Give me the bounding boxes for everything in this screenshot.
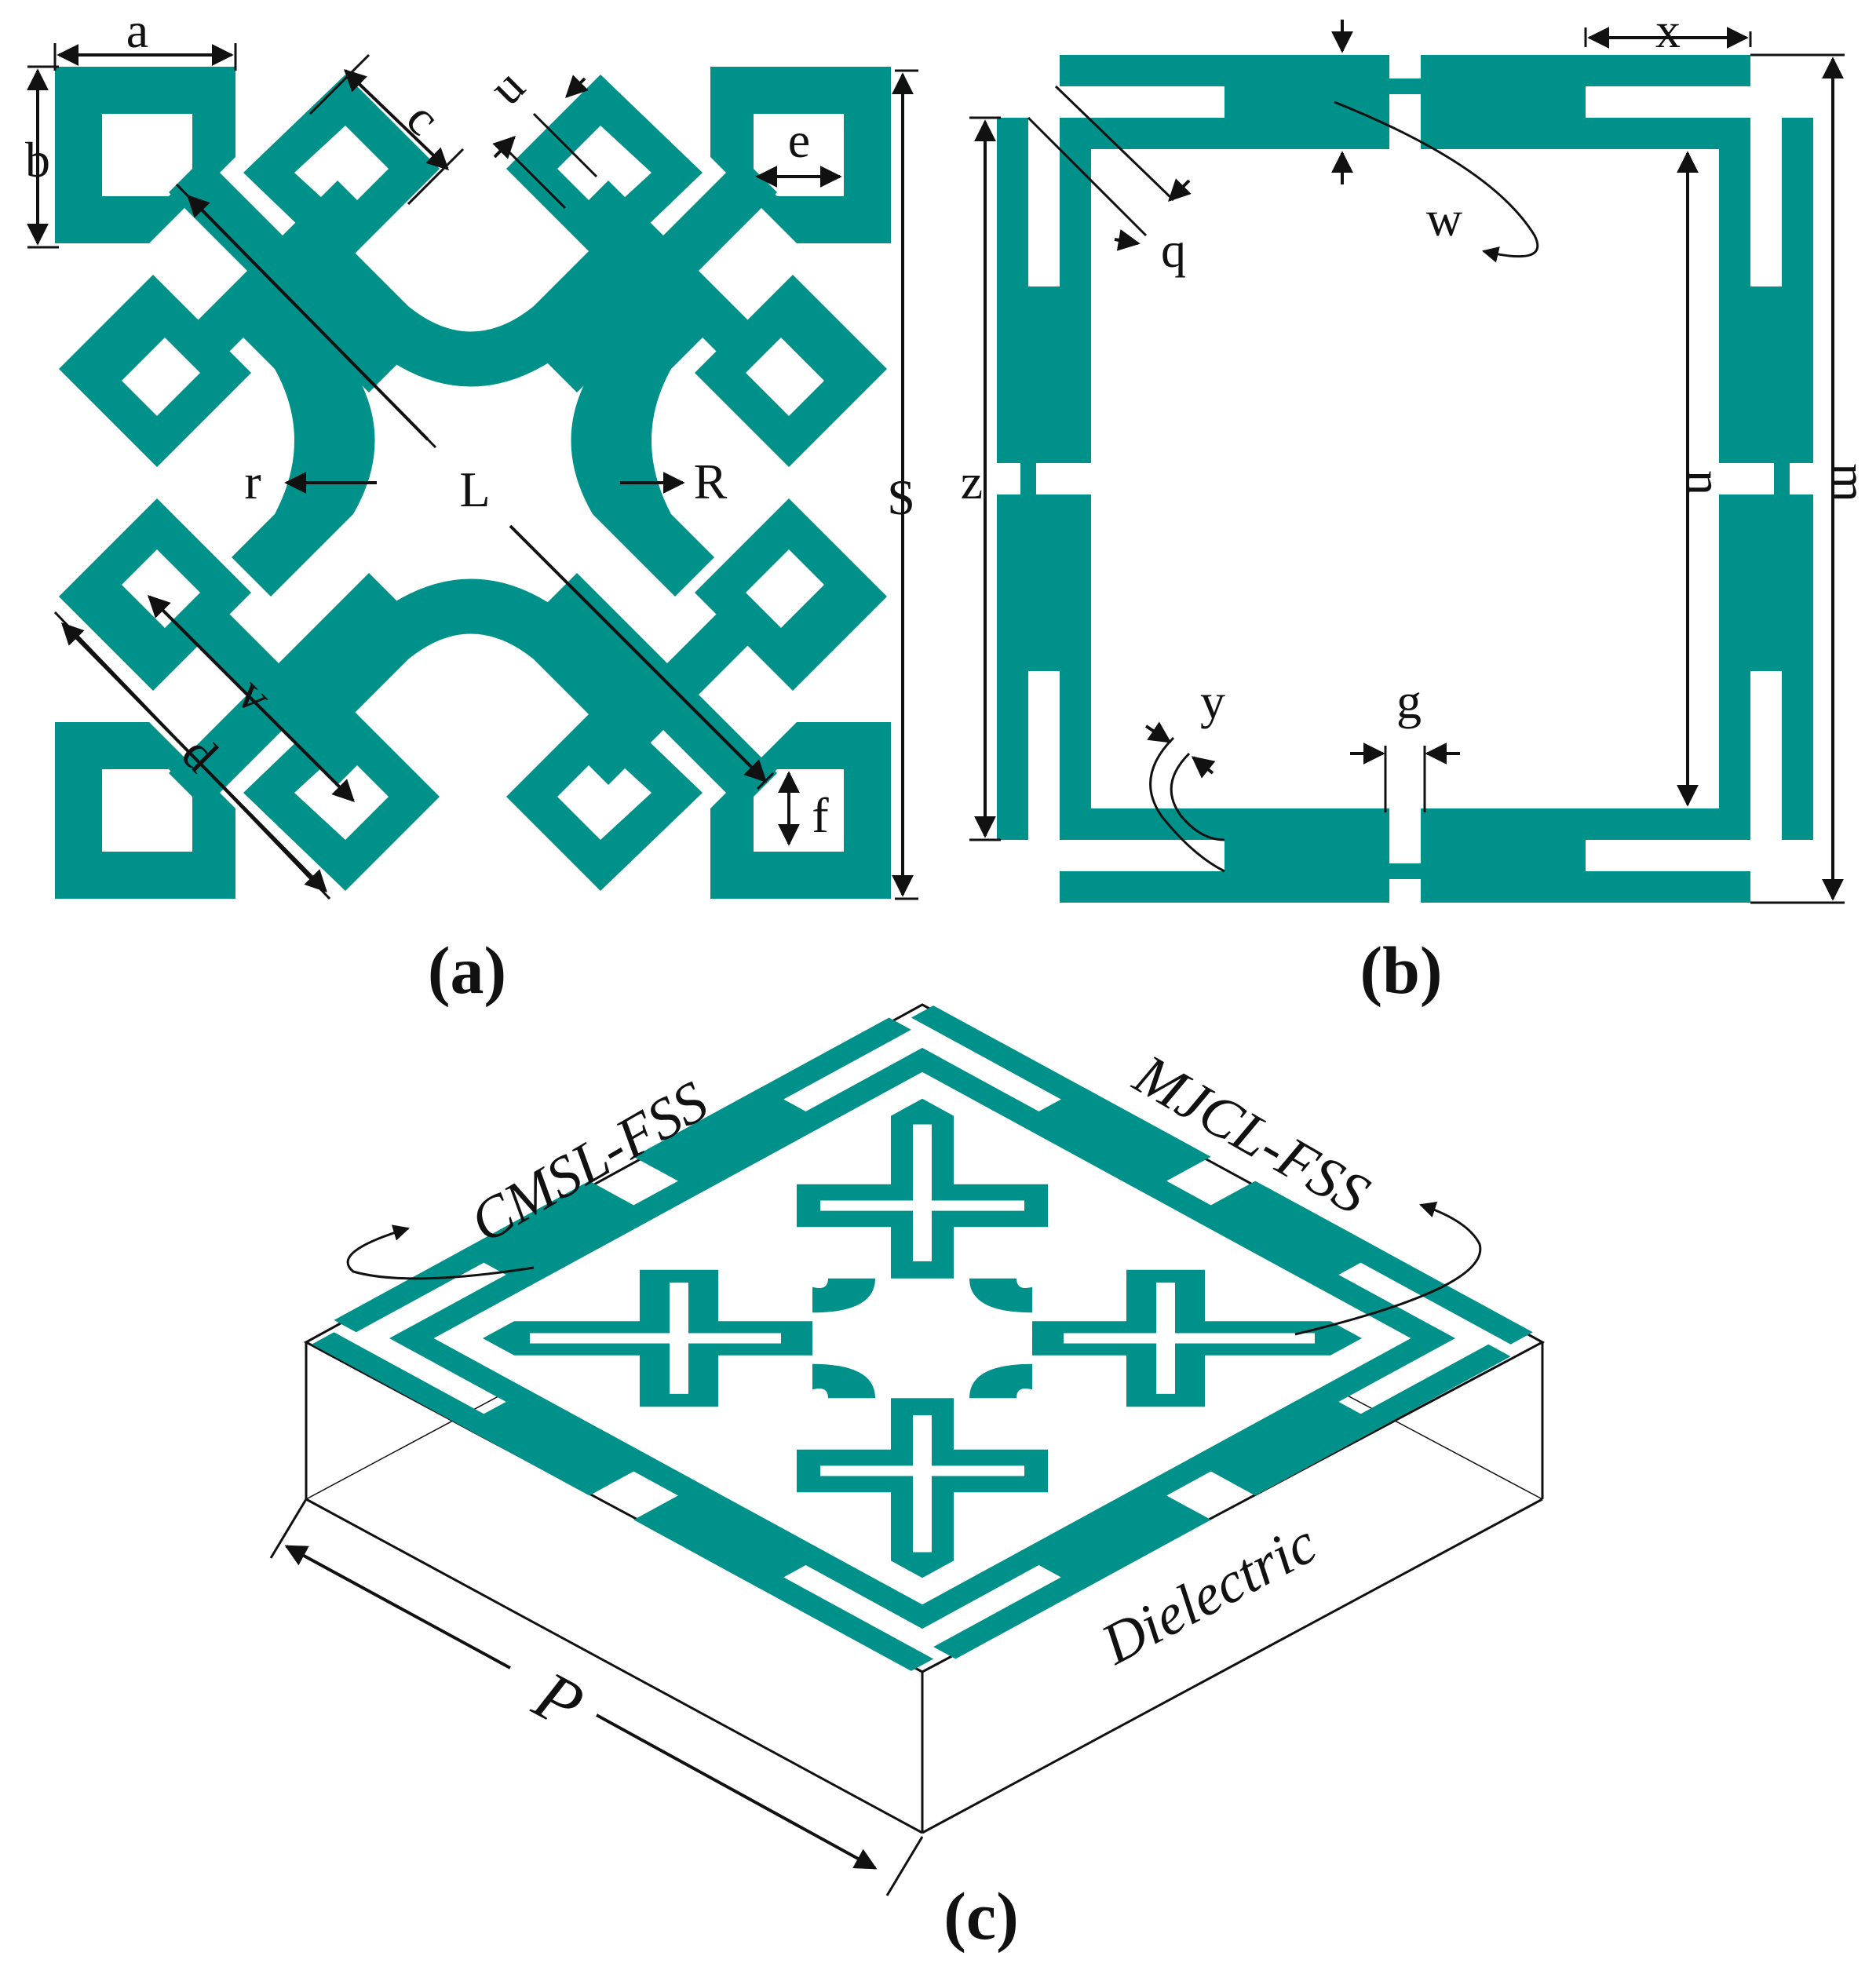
diamond-top-left	[59, 275, 251, 467]
top-surface-pattern	[312, 1005, 1533, 1671]
u-strip-left	[232, 286, 375, 597]
caption-c: (c)	[943, 1878, 1018, 1954]
diamond-bottom-2	[506, 699, 703, 891]
label-g: g	[1396, 673, 1422, 729]
label-L: L	[459, 462, 490, 517]
top-inner-strip-right	[1421, 118, 1750, 149]
label-p: P	[521, 1657, 595, 1744]
top-inner-strip-left	[1060, 118, 1389, 149]
u-strip-right	[571, 286, 714, 597]
label-b: b	[25, 132, 50, 188]
u-strip-bottom	[290, 578, 651, 738]
panel-b-dimensions	[969, 20, 1845, 904]
panel-a-cmsl-element: a b c u e r L R S v d f (a)	[25, 2, 918, 1008]
panel-b-mjcl-element: x w q z n m y g (b)	[961, 2, 1876, 1008]
bottom-inner-strip-right	[1421, 808, 1750, 840]
panel-a-dimensions	[27, 43, 918, 900]
label-r: r	[244, 454, 261, 509]
panel-c-annotations	[269, 1202, 1482, 1896]
bottom-inner-strip-left	[1060, 808, 1389, 840]
label-c: c	[396, 90, 451, 145]
right-inner-strip-top	[1719, 118, 1750, 463]
label-a: a	[126, 2, 148, 58]
label-f: f	[812, 787, 829, 843]
label-n: n	[1677, 470, 1732, 495]
mjcl-pattern	[997, 55, 1813, 903]
label-m: m	[1822, 463, 1876, 502]
left-inner-strip-bottom	[1060, 494, 1091, 840]
panel-b-labels: x w q z n m y g (b)	[961, 2, 1876, 1008]
bottom-bridge	[1385, 863, 1425, 879]
label-w: w	[1426, 191, 1462, 246]
label-u: u	[478, 58, 535, 115]
label-e: e	[788, 112, 810, 168]
caption-b: (b)	[1360, 932, 1442, 1008]
right-inner-strip-bottom	[1719, 494, 1750, 840]
left-bridge	[1020, 459, 1036, 498]
left-inner-strip-top	[1060, 118, 1091, 463]
top-bridge	[1385, 78, 1425, 94]
diamond-top-2	[506, 75, 703, 267]
label-q: q	[1161, 222, 1186, 278]
mjcl-slots	[1028, 86, 1782, 871]
diamond-bottom-right	[695, 498, 887, 691]
diamond-top-right	[695, 275, 887, 467]
panel-c-3d-unit-cell: CMSL-FSS MJCL-FSS Dielectric P (c)	[269, 1003, 1546, 1954]
label-y: y	[1200, 673, 1225, 729]
label-z: z	[961, 454, 983, 509]
right-bridge	[1774, 459, 1790, 498]
label-S: S	[887, 469, 915, 525]
u-strip-top	[290, 228, 651, 387]
label-x: x	[1655, 2, 1681, 58]
caption-a: (a)	[428, 932, 506, 1008]
label-R: R	[694, 454, 728, 509]
